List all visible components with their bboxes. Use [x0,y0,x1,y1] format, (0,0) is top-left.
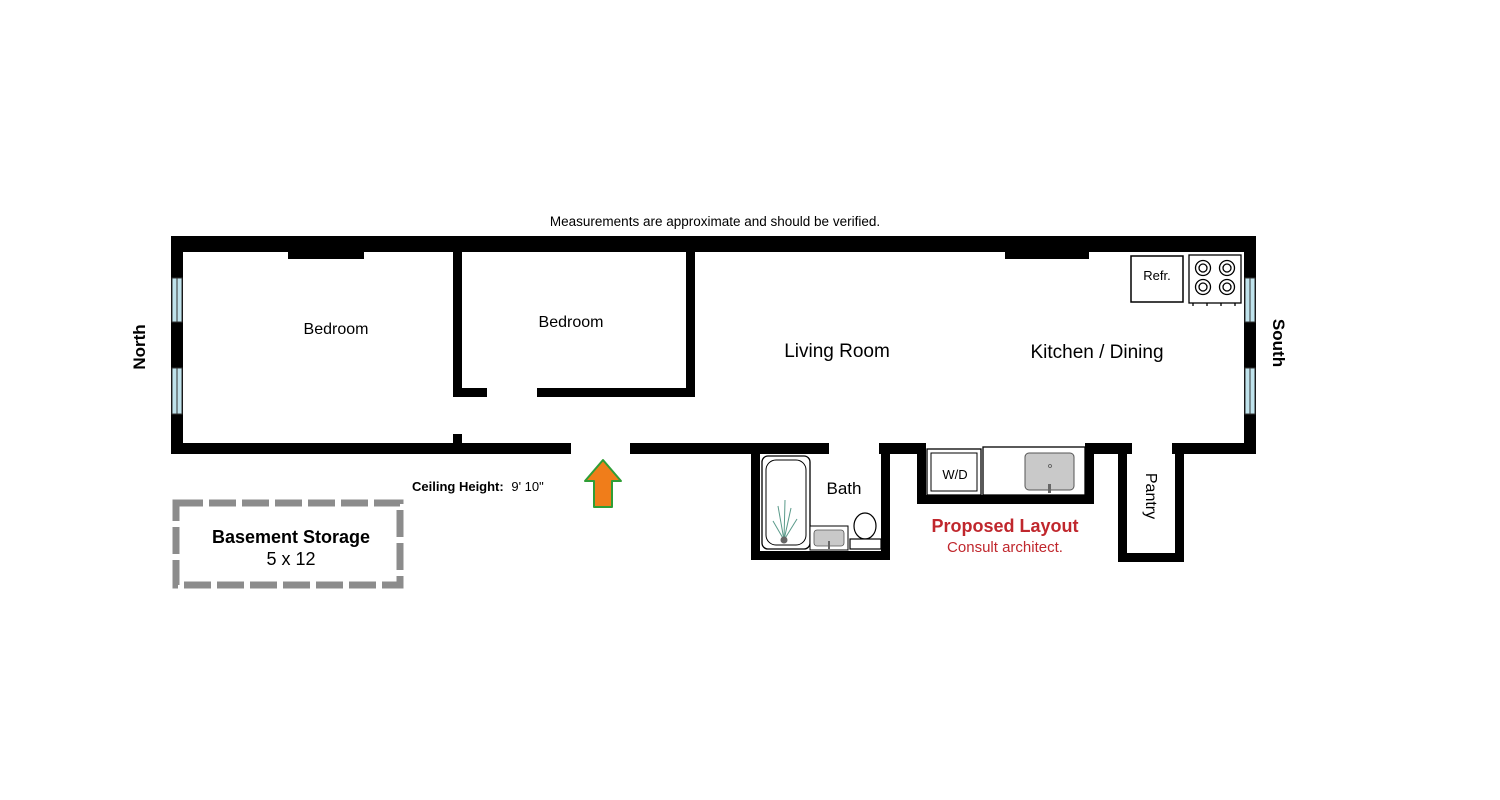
room-label-bedroom-1: Bedroom [304,321,369,338]
bath-wall-west [751,454,760,560]
window-east-upper [1244,277,1256,323]
room-label-kitchen-dining: Kitchen / Dining [1030,342,1163,363]
bay-wall-east [1085,443,1094,504]
window-east-lower [1244,367,1256,415]
bedroom2-wall-west [453,252,462,397]
ceiling-height: Ceiling Height: 9' 10" [412,479,544,494]
wall-bottom-2 [630,443,829,454]
pantry-wall-west [1118,454,1127,562]
wall-bottom-3 [879,443,924,454]
toilet-icon [849,512,882,550]
wall-west [171,236,183,454]
wall-bottom-5 [1172,443,1256,454]
basement-storage: Basement Storage 5 x 12 [172,499,404,589]
storage-outline [172,499,404,589]
entry-arrow-icon [584,459,622,508]
walls [171,236,1256,562]
wall-header-bedroom [288,250,364,259]
stove-icon [1188,254,1242,306]
proposal-note: Consult architect. [947,539,1063,556]
room-label-pantry: Pantry [1142,473,1159,519]
sink-icon [1024,452,1075,493]
compass-north: North [130,324,149,369]
bedroom2-wall-east [686,252,695,397]
wall-top [171,236,1256,252]
room-label-bedroom-2: Bedroom [539,314,604,331]
bedroom2-wall-bottom-a [453,388,487,397]
storage-title: Basement Storage [212,527,370,547]
room-label-living-room: Living Room [784,341,890,362]
proposal-title: Proposed Layout [931,516,1078,536]
pantry-wall-east [1175,454,1184,562]
wall-bottom-4 [1085,443,1132,454]
bathtub-icon [761,455,811,550]
ceiling-height-label: Ceiling Height: [412,479,504,494]
storage-size: 5 x 12 [266,549,315,569]
wall-bottom-1 [171,443,571,454]
washer-dryer-label: W/D [942,467,967,482]
pantry-wall-bottom [1118,553,1184,562]
bath-sink-icon [809,525,849,551]
bath-wall-east [881,454,890,560]
bath-wall-bottom [751,551,890,560]
disclaimer-note: Measurements are approximate and should … [550,214,880,229]
ceiling-height-value: 9' 10" [511,479,544,494]
bay-wall-west [917,443,926,504]
bay-wall-bottom [917,495,1094,504]
washer-dryer: W/D [926,448,982,496]
window-west-upper [171,277,183,323]
compass-south: South [1269,319,1288,367]
wall-stub [453,434,462,444]
refrigerator-label: Refr. [1143,268,1170,283]
refrigerator: Refr. [1130,255,1184,303]
room-label-bath: Bath [827,479,862,498]
bedroom2-wall-bottom-b [537,388,695,397]
windows [171,277,1256,415]
wall-east [1244,236,1256,454]
window-west-lower [171,367,183,415]
wall-header-kitchen [1005,250,1089,259]
